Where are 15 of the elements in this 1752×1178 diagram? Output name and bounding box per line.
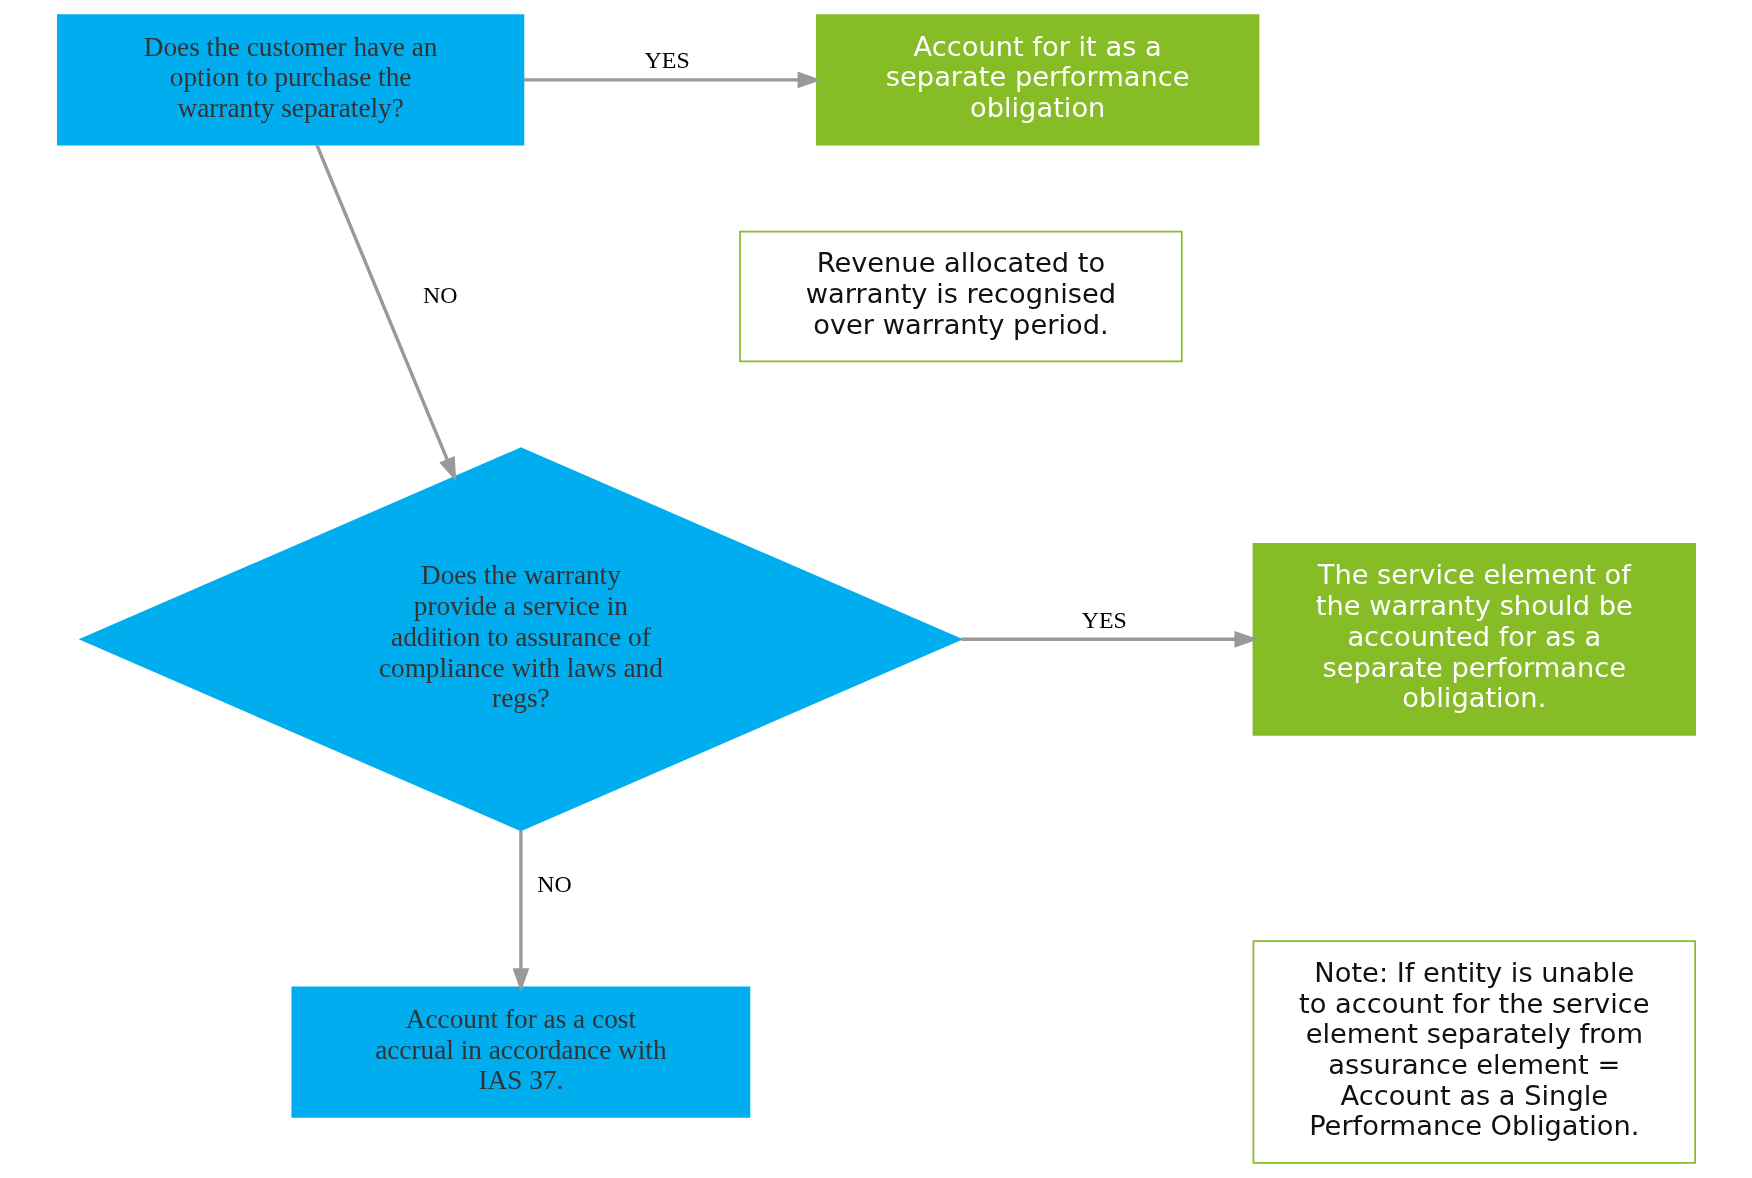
node-box: Account for it as a separate performance obligation [815,14,1259,146]
edge-label: YES [644,47,690,74]
node-box: The service element of the warranty should be accounted for as a separate performance obligation. [1252,542,1696,736]
arrow [512,830,529,993]
arrow [523,71,821,89]
node-box: Revenue allocated to warranty is recognised over warranty period. [738,230,1183,363]
node-box: Account for as a cost accrual in accordance with IAS 37. [291,986,750,1118]
arrow [314,144,456,482]
node-diamond: Does the warranty provide a service in addition to assurance of compliance with laws and regs? [78,447,963,832]
edge-label: NO [536,871,572,898]
edge-label: NO [422,281,458,308]
arrow [960,630,1258,648]
edge-label: YES [1081,606,1127,633]
node-box: Note: If entity is unable to account for the service element separately from assurance element = Account as a Single Performance Obligation. [1252,940,1696,1164]
node-box: Does the customer have an option to purchase the warranty separately? [56,14,524,146]
